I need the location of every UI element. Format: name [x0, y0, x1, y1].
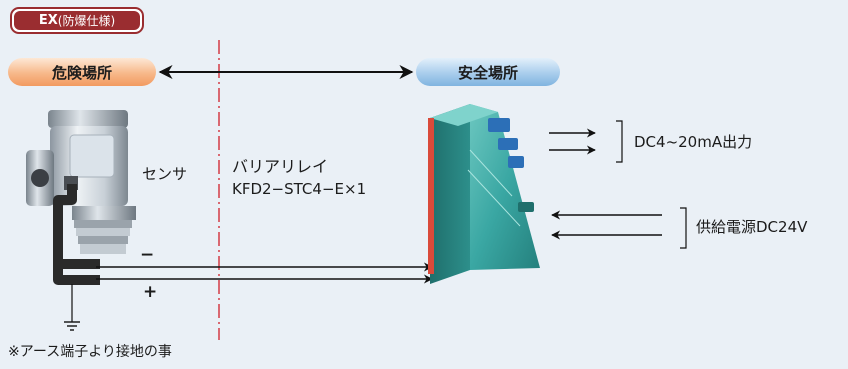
- ex-spec-badge-inner: EX(防爆仕様): [14, 11, 140, 30]
- minus-terminal-label: −: [140, 245, 155, 265]
- sensor-label: センサ: [142, 165, 188, 183]
- barrier-relay-model: KFD2−STC4−E×1: [232, 180, 367, 198]
- barrier-relay-module: [428, 104, 540, 284]
- sensor-cable: [53, 184, 100, 285]
- power-supply-label: 供給電源DC24V: [696, 218, 808, 236]
- ex-badge-sub: (防爆仕様): [57, 14, 116, 28]
- plus-terminal-label: +: [143, 282, 158, 302]
- output-signal-label: DC4~20mA出力: [634, 133, 753, 151]
- safe-area-label: 安全場所: [416, 58, 560, 86]
- grounding-footnote: ※アース端子より接地の事: [8, 344, 172, 360]
- power-input-arrows: [551, 207, 687, 249]
- barrier-relay-title: バリアリレイ: [232, 157, 329, 176]
- ground-symbol: [64, 284, 80, 331]
- hazardous-area-label: 危険場所: [8, 58, 156, 86]
- ex-badge-main: EX: [38, 13, 58, 28]
- output-arrows: [549, 120, 623, 163]
- signal-wires: [96, 262, 433, 284]
- ex-spec-badge: EX(防爆仕様): [10, 7, 144, 34]
- sensor-transmitter: [26, 110, 136, 254]
